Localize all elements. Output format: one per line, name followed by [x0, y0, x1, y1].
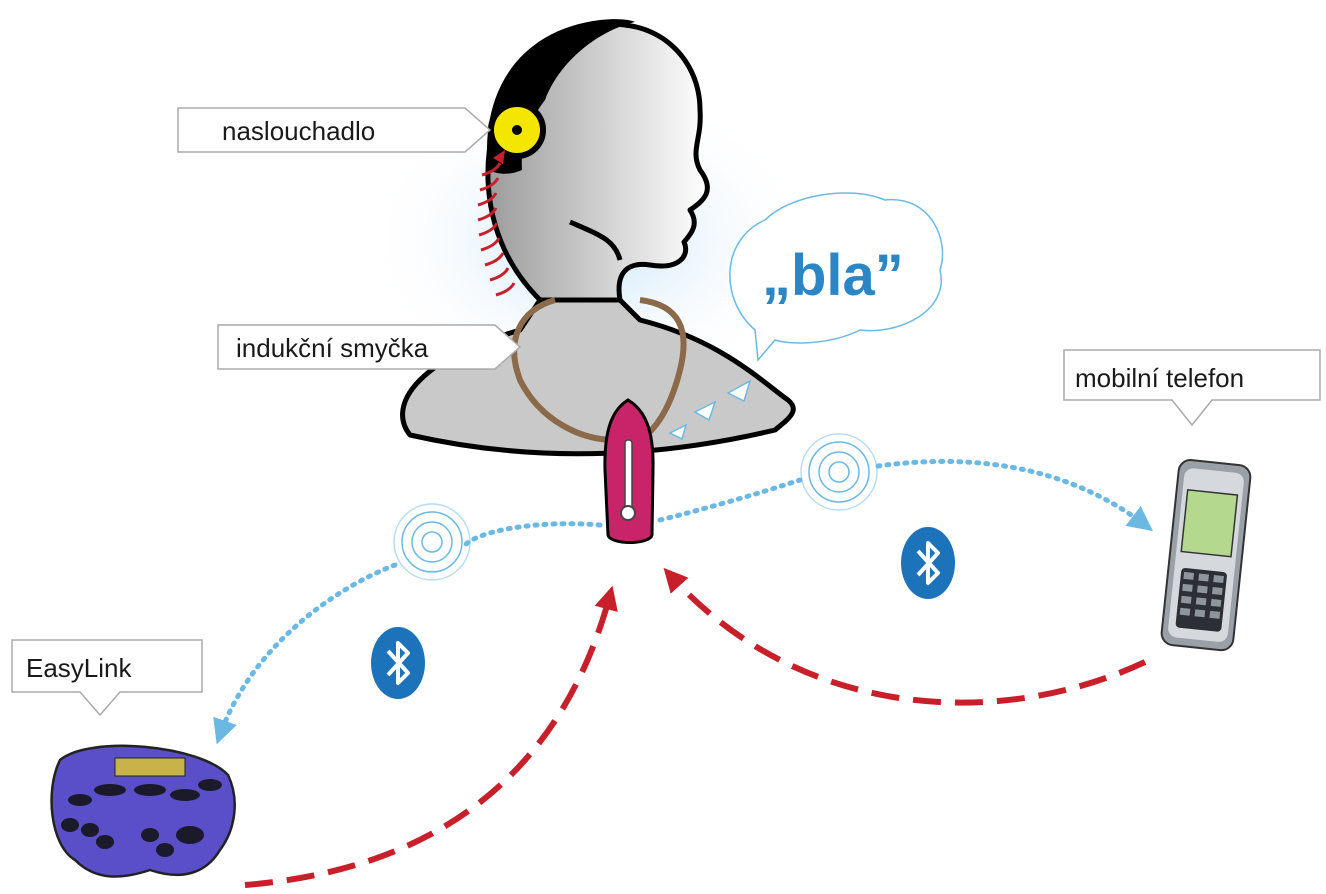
- speech-text: „bla”: [762, 243, 904, 308]
- label-easylink-text: EasyLink: [26, 653, 132, 683]
- wireless-signal-icon: [801, 434, 877, 510]
- streamer-device-icon: [605, 400, 653, 543]
- bluetooth-icon: [901, 527, 955, 599]
- bluetooth-link-phone: [660, 461, 1145, 525]
- wireless-signal-icon: [394, 504, 470, 580]
- label-induction-loop: indukční smyčka: [218, 325, 520, 369]
- label-hearing-aid: naslouchadlo: [178, 108, 490, 152]
- label-hearing-aid-text: naslouchadlo: [222, 116, 375, 146]
- label-mobile-phone: mobilní telefon: [1064, 350, 1320, 425]
- audio-link-from-easylink: [245, 595, 610, 885]
- label-induction-loop-text: indukční smyčka: [236, 333, 429, 363]
- label-easylink: EasyLink: [12, 640, 202, 715]
- audio-link-from-phone: [670, 575, 1145, 703]
- braille-display-icon: [52, 746, 235, 877]
- label-mobile-phone-text: mobilní telefon: [1075, 363, 1244, 393]
- bluetooth-link-easylink: [220, 524, 600, 735]
- bluetooth-icon: [371, 627, 425, 699]
- mobile-phone-icon: [1160, 459, 1251, 652]
